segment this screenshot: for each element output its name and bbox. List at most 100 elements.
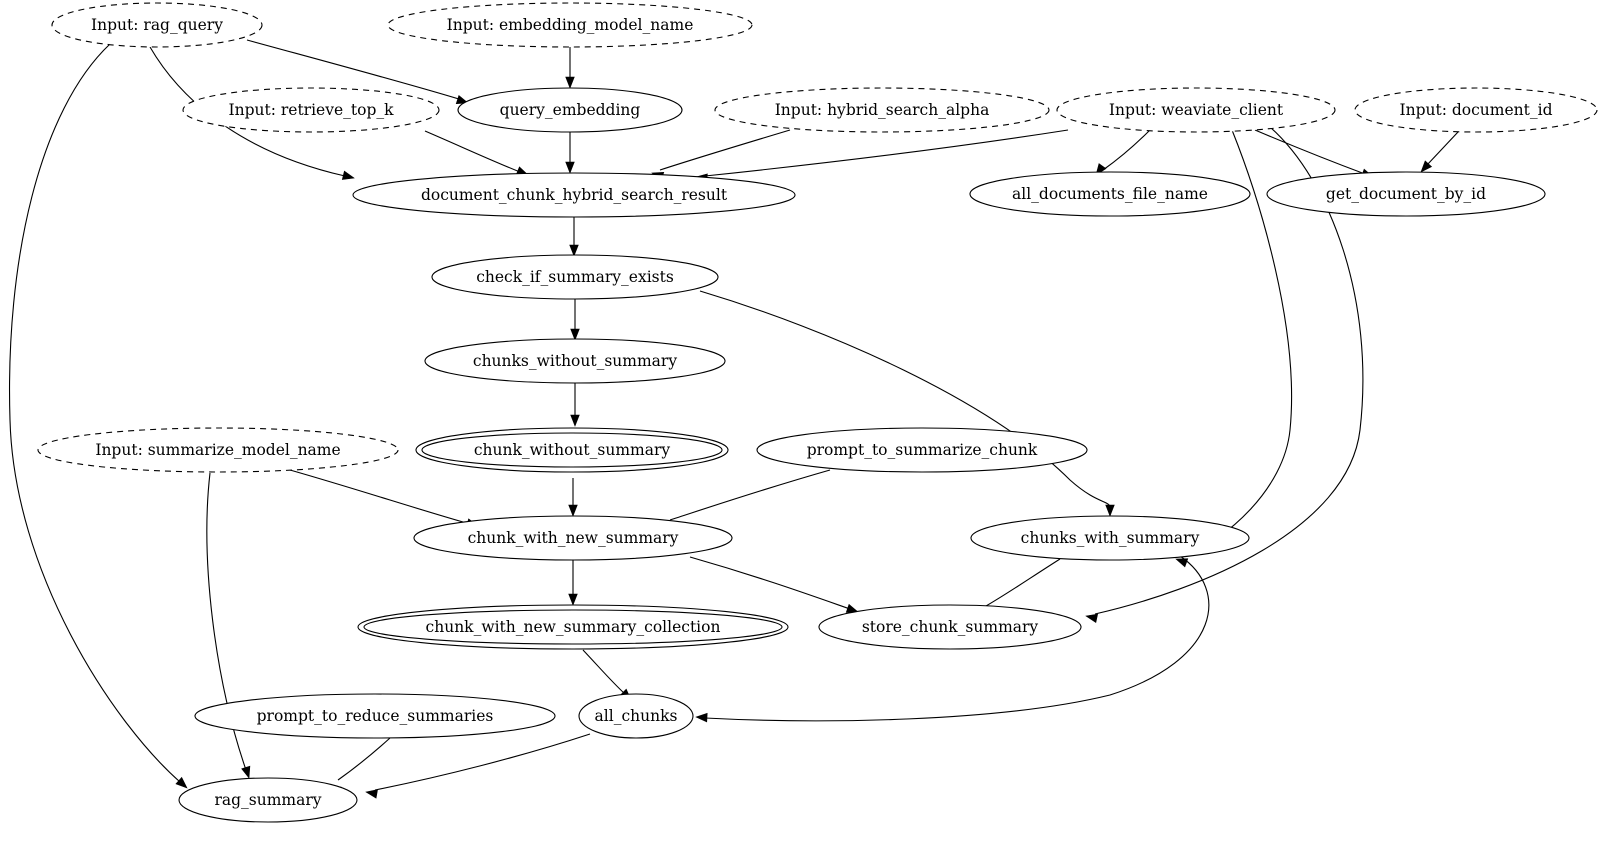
edge-line <box>246 39 463 101</box>
edge-input_weaviate_client-to-document_chunk_hybrid_search_result <box>695 129 1069 183</box>
arrowhead-icon <box>570 414 580 427</box>
node-label: prompt_to_summarize_chunk <box>807 441 1038 459</box>
edge-line <box>206 472 247 771</box>
edge-input_embedding_model_name-to-query_embedding <box>565 47 575 89</box>
arrowhead-icon <box>565 161 575 174</box>
node-label: Input: document_id <box>1399 101 1552 119</box>
node-chunks_with_summary[interactable]: chunks_with_summary <box>970 515 1250 561</box>
edge-input_hybrid_search_alpha-to-document_chunk_hybrid_search_result <box>651 129 791 181</box>
edge-input_rag_query-to-rag_summary <box>9 43 188 789</box>
edge-chunk_with_new_summary-to-store_chunk_summary <box>689 556 859 613</box>
node-label: prompt_to_reduce_summaries <box>257 707 494 725</box>
node-shape[interactable] <box>178 777 358 823</box>
edge-check_if_summary_exists-to-chunks_with_summary <box>699 290 1115 517</box>
node-rag_summary[interactable]: rag_summary <box>178 777 358 823</box>
edge-line <box>669 469 831 521</box>
edge-line <box>374 733 591 791</box>
node-prompt_to_reduce_summaries[interactable]: prompt_to_reduce_summaries <box>194 693 556 739</box>
edge-input_weaviate_client-to-all_documents_file_name <box>1095 129 1151 176</box>
node-label: all_chunks <box>595 707 678 725</box>
node-shape[interactable] <box>413 515 733 561</box>
arrowhead-icon <box>341 170 355 180</box>
node-label: document_chunk_hybrid_search_result <box>421 186 728 204</box>
node-label: Input: weaviate_client <box>1109 101 1284 119</box>
node-shape[interactable] <box>424 338 726 384</box>
node-shape[interactable] <box>1354 87 1598 133</box>
node-label: all_documents_file_name <box>1012 185 1208 203</box>
node-input_summarize_model_name[interactable]: Input: summarize_model_name <box>37 427 399 473</box>
node-shape-inner <box>363 609 783 645</box>
node-input_weaviate_client[interactable]: Input: weaviate_client <box>1056 87 1336 133</box>
node-shape[interactable] <box>578 693 694 739</box>
node-label: Input: hybrid_search_alpha <box>775 101 990 119</box>
node-all_documents_file_name[interactable]: all_documents_file_name <box>969 171 1251 217</box>
edge-line <box>1102 129 1151 171</box>
node-query_embedding[interactable]: query_embedding <box>457 87 683 133</box>
node-input_hybrid_search_alpha[interactable]: Input: hybrid_search_alpha <box>714 87 1050 133</box>
node-label: check_if_summary_exists <box>476 268 674 286</box>
edge-chunk_without_summary-to-chunk_with_new_summary <box>568 478 578 517</box>
node-check_if_summary_exists[interactable]: check_if_summary_exists <box>431 254 719 300</box>
node-shape[interactable] <box>1056 87 1336 133</box>
node-input_retrieve_top_k[interactable]: Input: retrieve_top_k <box>182 87 440 133</box>
arrowhead-icon <box>695 712 708 723</box>
node-chunk_without_summary[interactable]: chunk_without_summary <box>415 427 729 473</box>
edge-input_retrieve_top_k-to-document_chunk_hybrid_search_result <box>424 130 529 176</box>
edge-line <box>337 737 391 781</box>
arrowhead-icon <box>1420 160 1433 173</box>
arrowhead-icon <box>569 244 579 257</box>
node-shape[interactable] <box>457 87 683 133</box>
node-label: get_document_by_id <box>1326 185 1486 203</box>
arrowhead-icon <box>568 593 578 606</box>
edge-input_document_id-to-get_document_by_id <box>1420 131 1459 173</box>
arrowhead-icon <box>565 76 575 89</box>
arrowhead-icon <box>1105 504 1115 517</box>
edge-line <box>9 43 181 783</box>
node-chunk_with_new_summary[interactable]: chunk_with_new_summary <box>413 515 733 561</box>
node-shape[interactable] <box>352 172 796 218</box>
node-shape[interactable] <box>37 427 399 473</box>
node-shape[interactable] <box>387 2 753 48</box>
node-shape[interactable] <box>714 87 1050 133</box>
node-all_chunks[interactable]: all_chunks <box>578 693 694 739</box>
node-shape[interactable] <box>182 87 440 133</box>
node-get_document_by_id[interactable]: get_document_by_id <box>1266 171 1546 217</box>
node-store_chunk_summary[interactable]: store_chunk_summary <box>818 604 1082 650</box>
node-label: chunks_with_summary <box>1021 529 1200 547</box>
node-input_embedding_model_name[interactable]: Input: embedding_model_name <box>387 2 753 48</box>
node-shape[interactable] <box>194 693 556 739</box>
edge-input_summarize_model_name-to-chunk_with_new_summary <box>289 469 479 528</box>
edge-line <box>1254 129 1366 175</box>
node-shape[interactable] <box>818 604 1082 650</box>
arrowhead-icon <box>570 328 580 341</box>
edge-input_summarize_model_name-to-rag_summary <box>206 472 251 779</box>
edge-line <box>1426 131 1459 166</box>
edge-line <box>689 556 851 610</box>
node-chunk_with_new_summary_collection[interactable]: chunk_with_new_summary_collection <box>357 604 789 650</box>
node-shape-inner <box>421 432 723 468</box>
arrowhead-icon <box>1175 558 1189 568</box>
node-label: query_embedding <box>500 101 641 119</box>
node-shape[interactable] <box>970 515 1250 561</box>
node-shape[interactable] <box>431 254 719 300</box>
node-shape[interactable] <box>756 427 1088 473</box>
node-shape[interactable] <box>969 171 1251 217</box>
node-input_document_id[interactable]: Input: document_id <box>1354 87 1598 133</box>
node-shape[interactable] <box>51 2 263 48</box>
node-label: Input: rag_query <box>91 16 223 34</box>
edges-layer <box>9 39 1459 799</box>
edge-chunk_with_new_summary-to-chunk_with_new_summary_collection <box>568 560 578 606</box>
edge-chunks_without_summary-to-chunk_without_summary <box>570 383 580 427</box>
arrowhead-icon <box>175 776 188 789</box>
edge-prompt_to_summarize_chunk-to-chunk_with_new_summary <box>661 469 831 531</box>
node-input_rag_query[interactable]: Input: rag_query <box>51 2 263 48</box>
edge-line <box>699 290 1111 509</box>
node-label: chunk_with_new_summary_collection <box>426 618 721 636</box>
node-document_chunk_hybrid_search_result[interactable]: document_chunk_hybrid_search_result <box>352 172 796 218</box>
node-label: Input: retrieve_top_k <box>228 101 394 119</box>
node-chunks_without_summary[interactable]: chunks_without_summary <box>424 338 726 384</box>
node-prompt_to_summarize_chunk[interactable]: prompt_to_summarize_chunk <box>756 427 1088 473</box>
nodes-layer: Input: rag_query Input: embedding_model_n… <box>37 2 1598 823</box>
node-shape[interactable] <box>1266 171 1546 217</box>
